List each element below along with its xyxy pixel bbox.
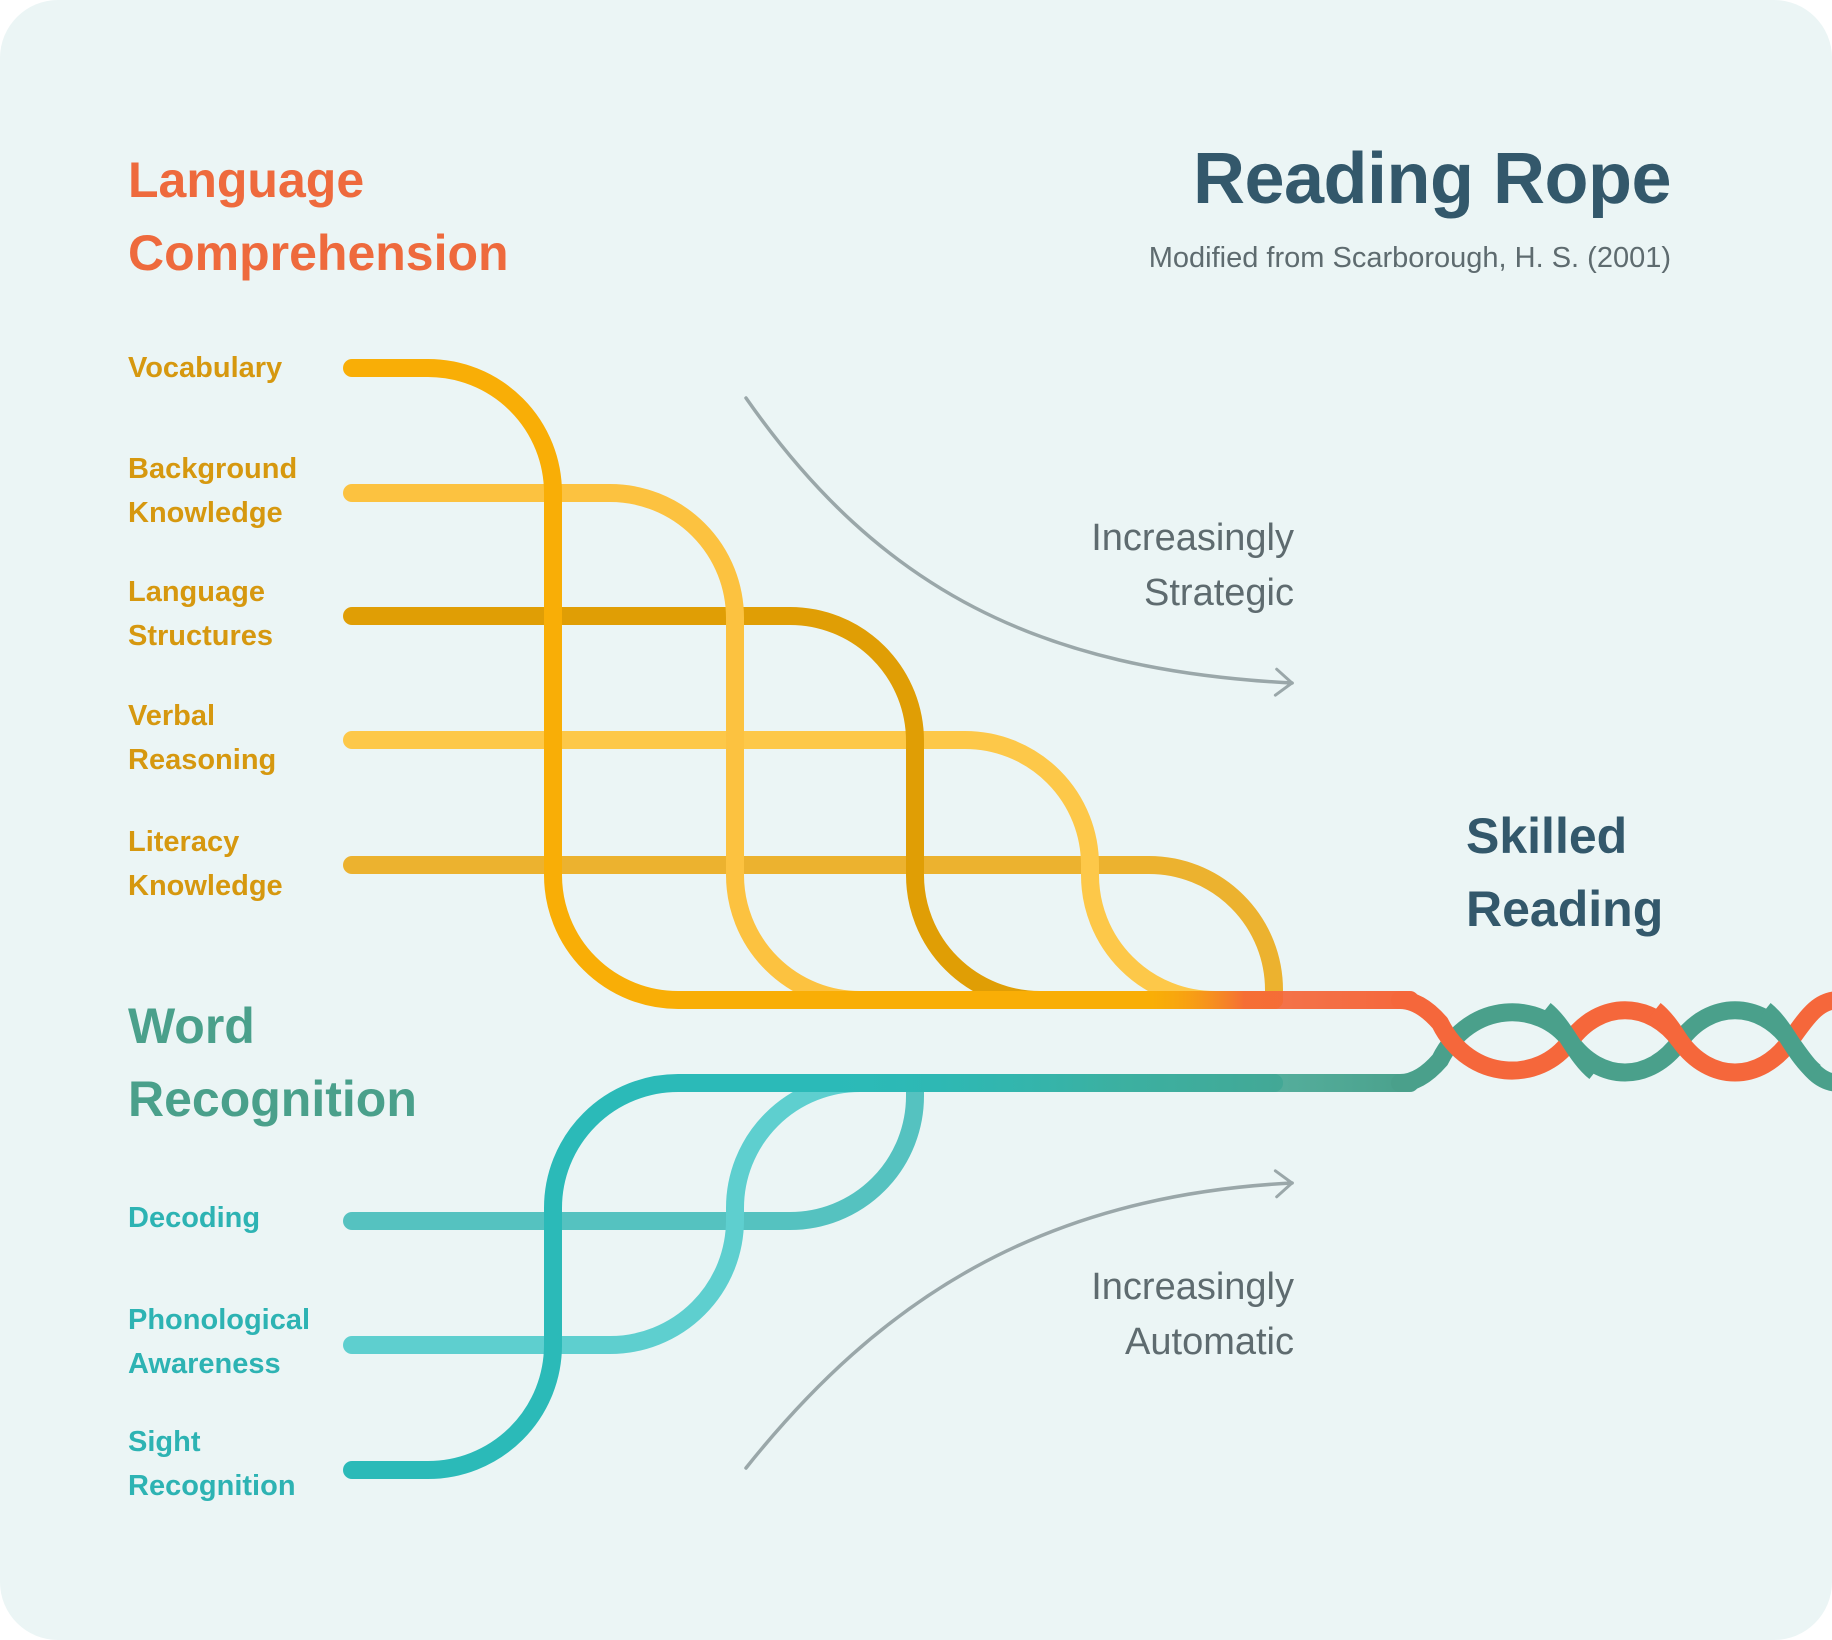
label-verbal-reasoning-line2: Reasoning <box>128 744 277 776</box>
word-recognition-heading: Word Recognition <box>128 990 417 1136</box>
label-background-knowledge-line2: Knowledge <box>128 497 283 529</box>
word-recognition-heading-line2: Recognition <box>128 1071 417 1127</box>
word-recognition-heading-line1: Word <box>128 998 255 1054</box>
strand-decoding-line <box>343 1074 1283 1230</box>
braid-orange-over-2 <box>1649 1002 1688 1046</box>
skilled-reading-line2: Reading <box>1466 881 1664 937</box>
label-language-structures-line2: Structures <box>128 620 274 652</box>
label-phonological-awareness-line2: Awareness <box>128 1348 281 1380</box>
label-verbal-reasoning: Verbal Reasoning <box>128 694 276 782</box>
language-comprehension-heading: Language Comprehension <box>128 144 509 290</box>
strand-sight-recognition <box>343 1074 1283 1479</box>
label-vocabulary: Vocabulary <box>128 346 282 390</box>
strand-verbal-reasoning <box>343 731 1283 1009</box>
increasingly-strategic-line1: Increasingly <box>1091 517 1294 559</box>
increasingly-automatic-label: Increasingly Automatic <box>1091 1260 1294 1370</box>
automatic-arrow <box>744 1183 1292 1470</box>
strand-phonological-awareness <box>343 1074 1283 1354</box>
increasingly-strategic-line2: Strategic <box>1144 572 1294 614</box>
label-decoding: Decoding <box>128 1196 260 1240</box>
strand-background-knowledge <box>343 484 1283 1009</box>
label-verbal-reasoning-line1: Verbal <box>128 700 216 732</box>
label-sight-recognition: Sight Recognition <box>128 1420 296 1508</box>
diagram-title: Reading Rope <box>1192 139 1672 219</box>
label-phonological-awareness-line1: Phonological <box>128 1304 311 1336</box>
increasingly-strategic-label: Increasingly Strategic <box>1091 511 1294 621</box>
diagram-subtitle: Modified from Scarborough, H. S. (2001) <box>1148 242 1671 274</box>
language-comprehension-strands <box>343 359 1419 1009</box>
word-recognition-strands <box>343 1074 1419 1479</box>
strand-language-structures <box>343 607 1283 1009</box>
skilled-reading-label: Skilled Reading <box>1466 800 1663 946</box>
skilled-reading-line1: Skilled <box>1466 808 1628 864</box>
label-literacy-knowledge: Literacy Knowledge <box>128 820 283 908</box>
label-phonological-awareness: Phonological Awareness <box>128 1298 310 1386</box>
label-sight-recognition-line2: Recognition <box>128 1470 296 1502</box>
strand-vocabulary <box>343 359 1283 1009</box>
label-vocabulary-line1: Vocabulary <box>128 352 283 384</box>
braid-green-over-3 <box>1759 1002 1821 1080</box>
label-language-structures-line1: Language <box>128 576 265 608</box>
label-background-knowledge-line1: Background <box>128 453 298 485</box>
label-decoding-line1: Decoding <box>128 1202 261 1234</box>
label-language-structures: Language Structures <box>128 570 273 658</box>
strand-literacy-knowledge <box>343 856 1283 1009</box>
language-comprehension-heading-line2: Comprehension <box>128 225 509 281</box>
increasingly-automatic-line2: Automatic <box>1125 1321 1294 1363</box>
increasingly-automatic-line1: Increasingly <box>1091 1266 1294 1308</box>
braided-rope <box>1391 991 1832 1092</box>
braid-green-over-1 <box>1539 1002 1601 1080</box>
label-literacy-knowledge-line2: Knowledge <box>128 870 283 902</box>
label-sight-recognition-line1: Sight <box>128 1426 201 1458</box>
label-background-knowledge: Background Knowledge <box>128 447 297 535</box>
language-comprehension-heading-line1: Language <box>128 152 365 208</box>
strategic-arrow <box>744 396 1292 683</box>
label-literacy-knowledge-line1: Literacy <box>128 826 240 858</box>
